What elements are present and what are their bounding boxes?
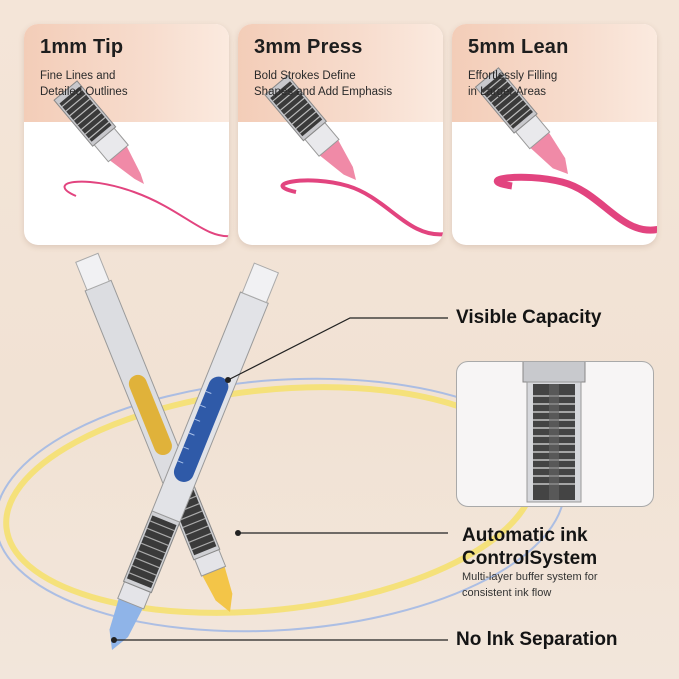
no-ink-separation-label: No lnk Separation bbox=[456, 629, 618, 650]
card-description: Effortlessly Filling in Larger Areas bbox=[468, 68, 653, 100]
pen-tip-pink bbox=[53, 80, 144, 184]
brush-stroke-thin bbox=[63, 180, 229, 238]
pen-tip-pink bbox=[264, 74, 356, 180]
blue-ink-pen bbox=[109, 262, 280, 650]
pen-tip-pink bbox=[474, 67, 568, 174]
auto-ink-control-label: Automatic ink ControlSystem bbox=[462, 524, 597, 570]
visible-capacity-label: Visible Capacity bbox=[456, 307, 602, 328]
card-description-line: Effortlessly Filling bbox=[468, 70, 558, 82]
card-description-line: Detailed Outlines bbox=[40, 86, 128, 98]
leader-dot bbox=[225, 377, 231, 383]
card-title: 1mm Tip bbox=[40, 36, 124, 58]
buffer-closeup-illustration bbox=[522, 362, 586, 503]
auto-ink-control-line: ControlSystem bbox=[462, 548, 598, 569]
card-description-line: in Larger Areas bbox=[468, 86, 546, 98]
buffer-closeup-inset bbox=[456, 361, 654, 507]
card-description-line: Shapes and Add Emphasis bbox=[254, 86, 393, 98]
card-title: 3mm Press bbox=[254, 36, 363, 58]
leader-line-capacity bbox=[227, 317, 448, 381]
card-description-line: Fine Lines and bbox=[40, 70, 116, 82]
card-header-band bbox=[238, 24, 443, 122]
tip-card-1mm: 1mm Tip Fine Lines and Detailed Outlines bbox=[24, 24, 229, 245]
brush-stroke-medium bbox=[280, 178, 443, 237]
card-illustration bbox=[474, 67, 657, 234]
card-illustration bbox=[53, 80, 229, 238]
card-description: Bold Strokes Define Shapes and Add Empha… bbox=[254, 68, 439, 100]
leader-dot bbox=[111, 637, 117, 643]
auto-ink-control-line: Automatic ink bbox=[462, 525, 588, 546]
auto-ink-control-description: Multi-layer buffer system for consistent… bbox=[462, 569, 598, 601]
card-illustration bbox=[264, 74, 443, 237]
card-description-line: Bold Strokes Define bbox=[254, 70, 356, 82]
card-header-band bbox=[452, 24, 657, 122]
card-title: 5mm Lean bbox=[468, 36, 569, 58]
auto-ink-description-line: consistent ink flow bbox=[462, 587, 552, 599]
brush-stroke-thick bbox=[493, 173, 657, 234]
tip-card-5mm: 5mm Lean Effortlessly Filling in Larger … bbox=[452, 24, 657, 245]
card-description: Fine Lines and Detailed Outlines bbox=[40, 68, 225, 100]
auto-ink-description-line: Multi-layer buffer system for bbox=[462, 571, 598, 583]
tip-card-3mm: 3mm Press Bold Strokes Define Shapes and… bbox=[238, 24, 443, 245]
leader-dot bbox=[235, 530, 241, 536]
